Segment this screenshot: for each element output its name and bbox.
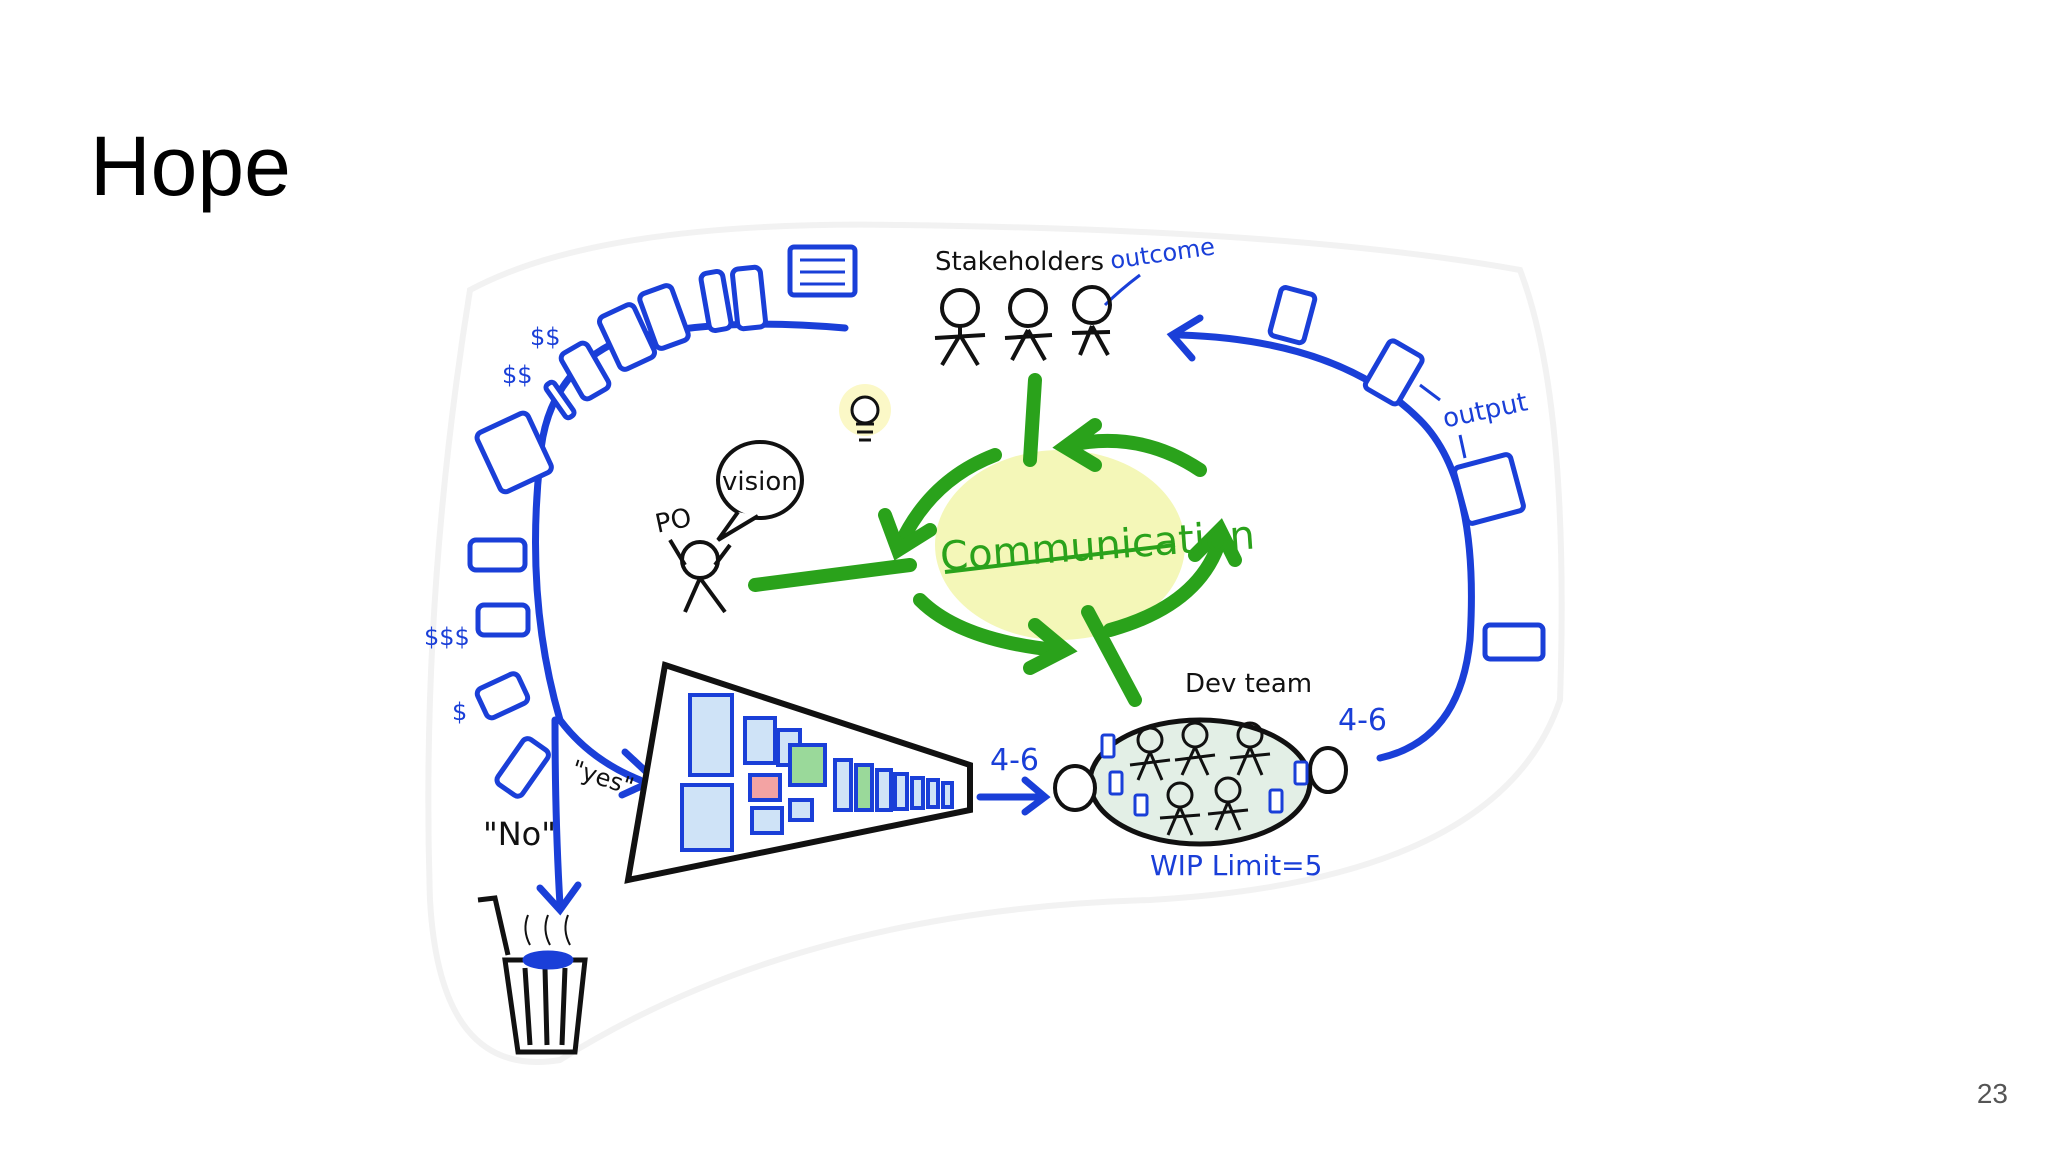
- outcome-arrow: [1103, 273, 1141, 307]
- cycle-arrowhead: [1023, 618, 1078, 675]
- idea-card: [474, 671, 531, 721]
- stakeholder-figure: [934, 288, 986, 367]
- money-label: $$: [502, 361, 533, 389]
- output-card: [1482, 622, 1546, 662]
- cycle-arrow: [1103, 533, 1227, 637]
- output-cards: [1267, 285, 1546, 662]
- slide-title: Hope: [90, 119, 291, 213]
- backlog-item: [833, 758, 853, 812]
- slide-number: 23: [1976, 1078, 2008, 1109]
- cycle-arrow: [1063, 433, 1207, 477]
- cycle-arrowhead: [878, 508, 937, 561]
- backlog-item: [750, 806, 784, 835]
- backlog-item: [680, 783, 734, 852]
- output-arrowhead: [1166, 314, 1204, 362]
- communication-underline: [944, 543, 1176, 574]
- dev-team-label: Dev team: [1185, 669, 1312, 699]
- to-team-arrowhead: [1021, 776, 1051, 816]
- po-label: PO: [653, 503, 695, 540]
- trash-lid: [477, 895, 511, 956]
- idea-card: [475, 602, 531, 638]
- backlog-item: [788, 743, 827, 787]
- cycle-arrowhead: [1188, 518, 1242, 567]
- backlog-item: [688, 693, 734, 777]
- idea-cards: [467, 244, 858, 799]
- backlog-item: [893, 772, 909, 811]
- idea-card: [494, 736, 551, 799]
- light-bulb-icon: [839, 384, 891, 442]
- output-card: [1362, 338, 1425, 407]
- output-card: [1452, 452, 1526, 526]
- po-figure: [668, 538, 732, 614]
- trash-can-icon: [477, 895, 588, 1055]
- idea-card: [467, 537, 528, 573]
- cycle-arrowhead: [1052, 418, 1102, 472]
- dev-team-link: [1081, 605, 1142, 707]
- idea-card: [558, 340, 612, 402]
- stakeholders-label: Stakeholders: [935, 247, 1104, 277]
- idea-card: [543, 379, 577, 421]
- backlog-item: [910, 776, 925, 810]
- money-label: $$: [530, 323, 561, 351]
- backlog-item: [748, 773, 782, 802]
- backlog-item: [875, 768, 893, 812]
- vision-bubble: [716, 440, 804, 520]
- trash-contents: [522, 950, 574, 970]
- no-arrow: [551, 716, 564, 909]
- backlog-item: [788, 798, 814, 822]
- stakeholder-link: [1023, 373, 1042, 467]
- backlog-item: [941, 781, 954, 809]
- no-label: "No": [483, 815, 556, 853]
- backlog-items: [680, 693, 954, 852]
- dev-team: [1053, 717, 1348, 847]
- backlog-item: [926, 778, 940, 809]
- idea-card: [637, 283, 691, 351]
- money-label: $: [452, 698, 467, 726]
- cycle-arrow: [913, 593, 1062, 657]
- vision-label: vision: [722, 467, 798, 497]
- output-pointer: [1419, 383, 1467, 459]
- flow-in-label: 4-6: [990, 743, 1039, 778]
- stakeholder-figure: [1071, 285, 1112, 356]
- backlog-funnel: [624, 661, 973, 884]
- idea-card: [730, 264, 768, 332]
- team-output-pipe: [1308, 746, 1348, 794]
- idea-card: [474, 410, 554, 495]
- backlog-item: [743, 716, 777, 765]
- trash-smell: [524, 914, 571, 946]
- backlog-item: [854, 763, 874, 812]
- dev-members: [1129, 721, 1271, 836]
- communication-cycle: [748, 373, 1242, 707]
- po-link: [748, 558, 917, 592]
- flow-out-label: 4-6: [1338, 703, 1387, 738]
- idea-card: [596, 302, 658, 372]
- team-input-pipe: [1053, 764, 1097, 812]
- communication-glow: [935, 450, 1185, 640]
- cycle-arrow: [893, 448, 1002, 552]
- money-label: $$$: [424, 623, 470, 651]
- wip-limit-label: WIP Limit=5: [1150, 849, 1322, 882]
- idea-card: [698, 268, 734, 334]
- stakeholder-figure: [1004, 288, 1053, 361]
- vision-bubble-tail: [716, 510, 760, 542]
- work-items: [1100, 733, 1309, 817]
- no-arrowhead: [536, 881, 582, 916]
- stakeholder-figures: [934, 285, 1112, 367]
- output-card: [1267, 285, 1318, 346]
- idea-card-lines: [800, 258, 845, 286]
